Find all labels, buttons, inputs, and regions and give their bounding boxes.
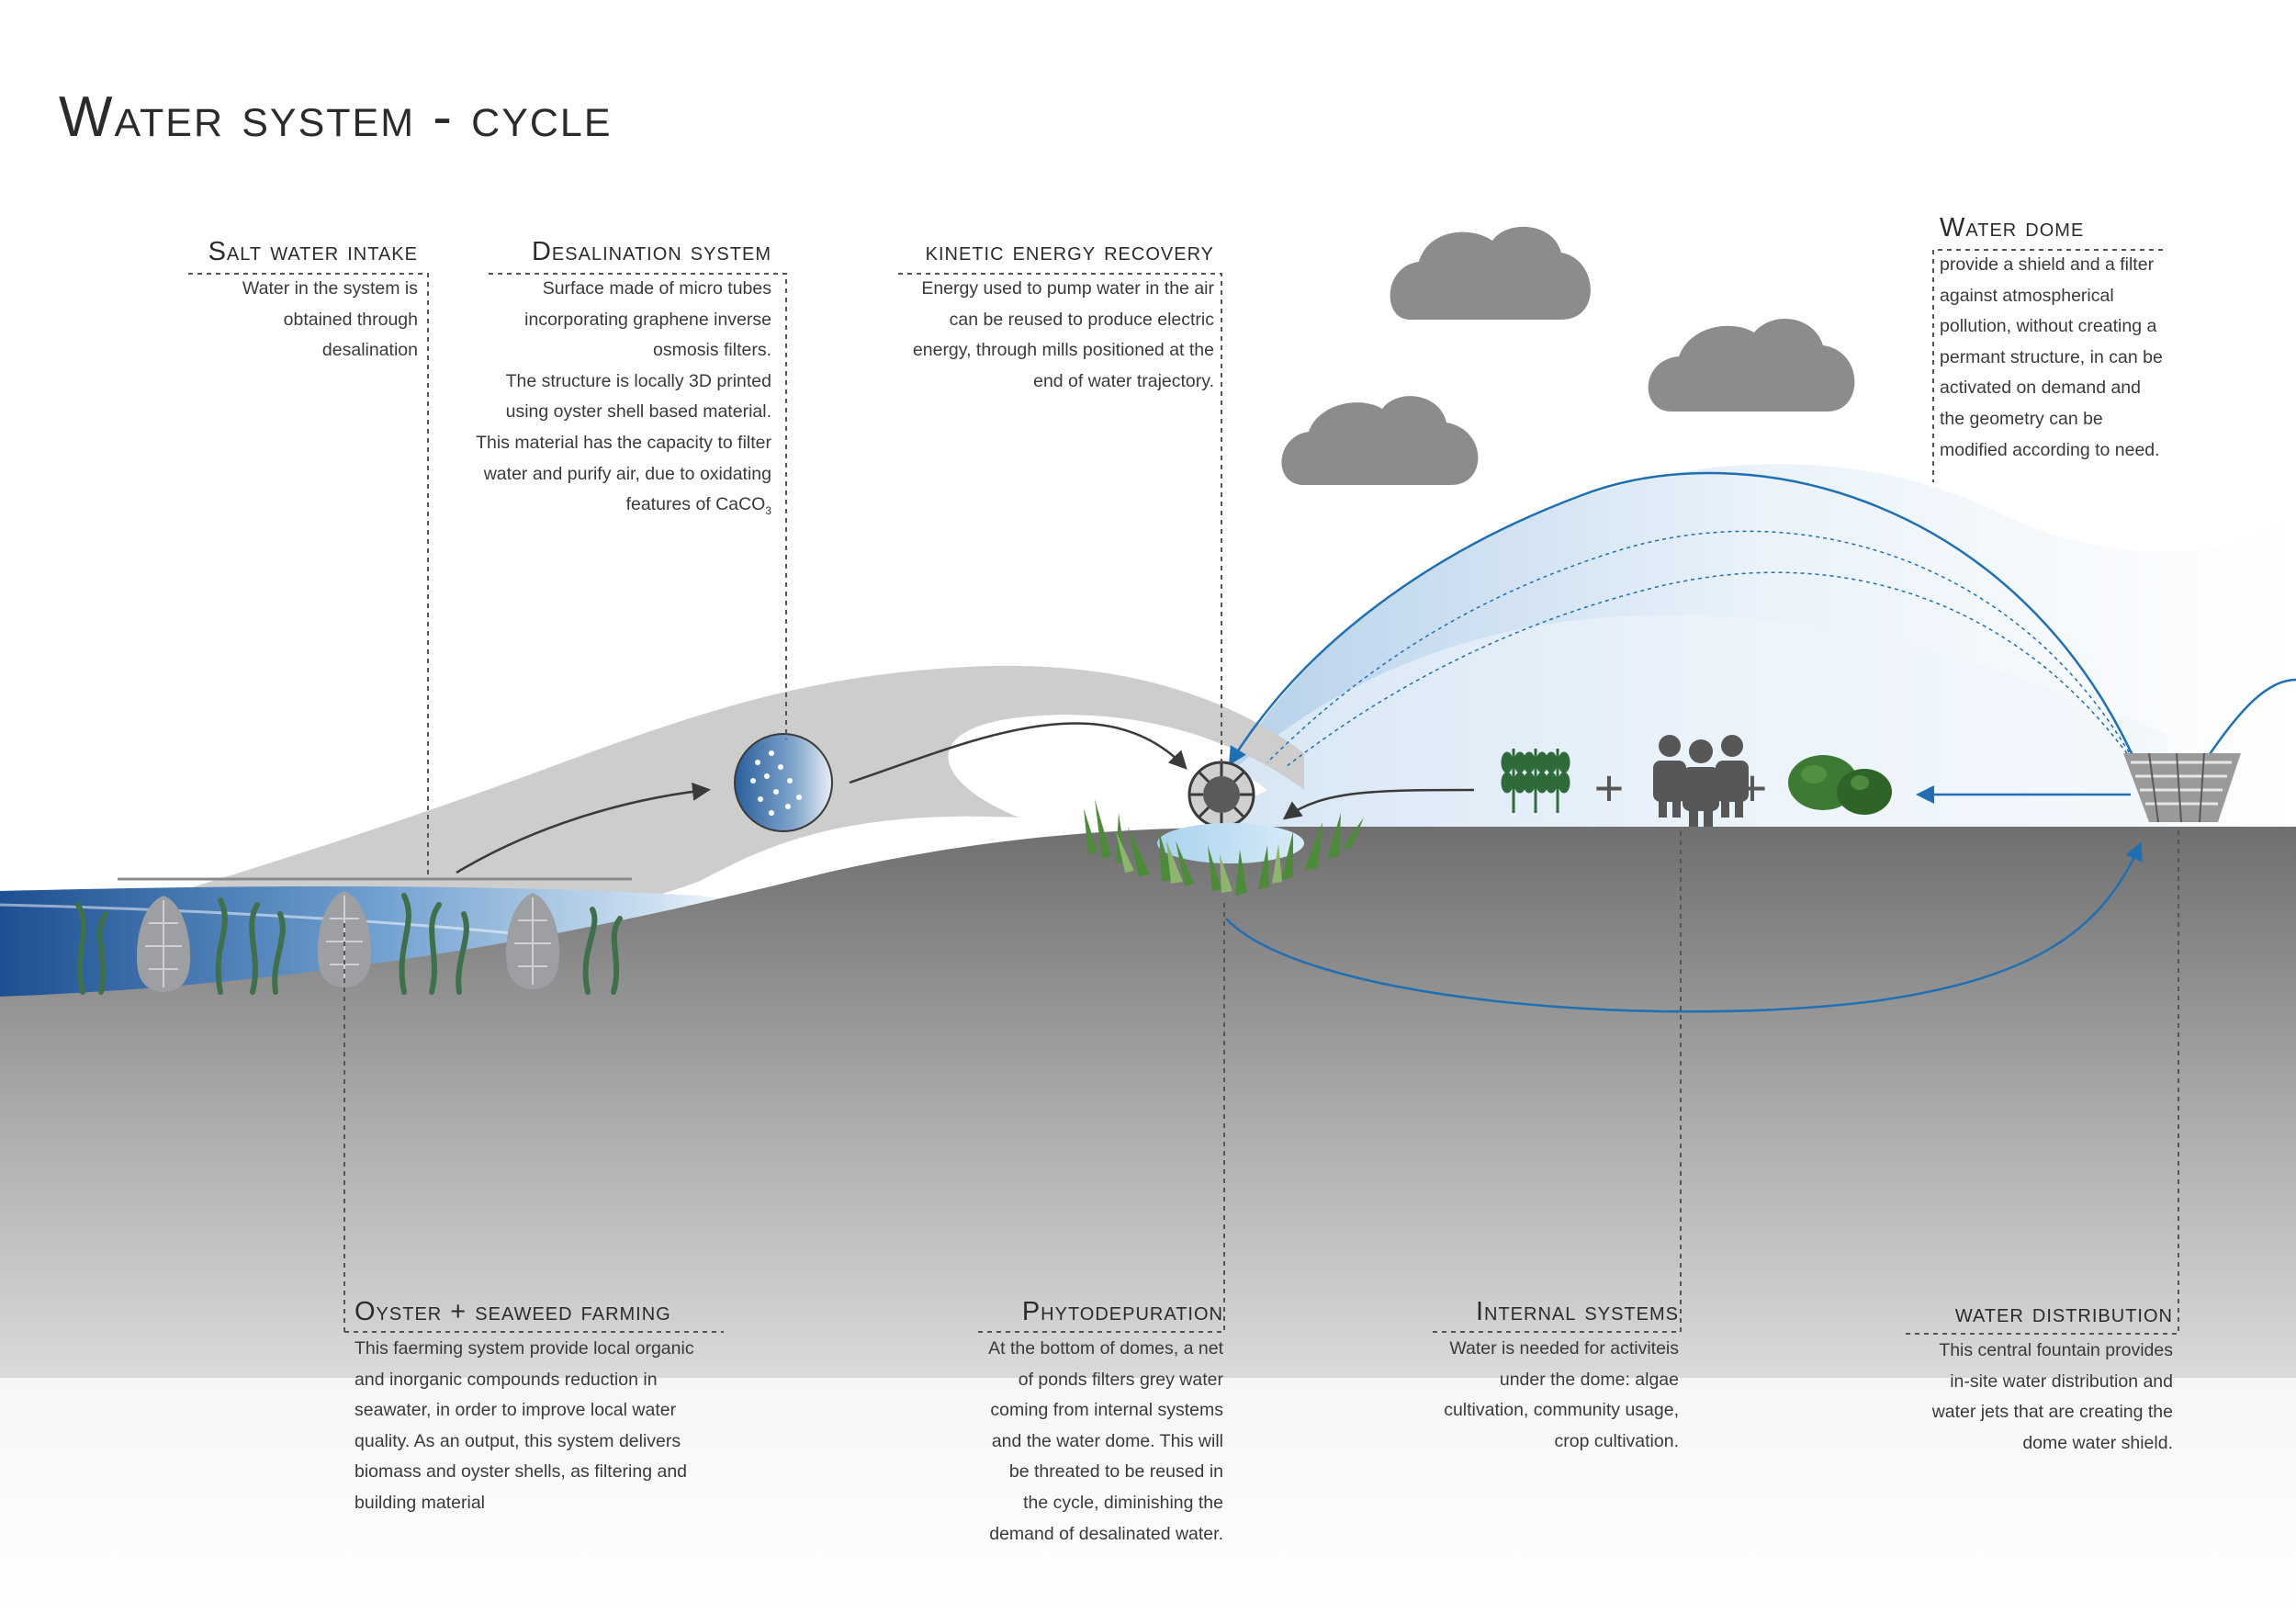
leader-kinetic-energy	[898, 273, 1222, 764]
oyster-icon	[136, 896, 191, 992]
algae-icon	[1788, 755, 1892, 815]
internal-systems-text: Water is needed for activiteis under the…	[1444, 1338, 1679, 1451]
salt-water-intake-text: Water in the system is obtained through …	[242, 278, 418, 361]
plus-sign: +	[1594, 759, 1625, 817]
people-icon	[1653, 735, 1749, 827]
seaweed-icon	[75, 893, 623, 995]
phytodepuration-text: At the bottom of domes, a net of ponds f…	[988, 1338, 1223, 1544]
plus-sign: +	[1738, 759, 1768, 817]
leader-internal-systems	[1433, 827, 1682, 1333]
kinetic-energy-heading: kinetic energy recovery	[925, 237, 1214, 266]
oyster-icon	[505, 893, 560, 989]
water-jet-arc-right	[2202, 678, 2296, 763]
oyster-farming-text: This faerming system provide local organ…	[355, 1338, 694, 1513]
reed-icon-light	[1116, 831, 1282, 893]
page-title: Water system - cycle	[59, 85, 613, 149]
desalination-system-text: Surface made of micro tubes incorporatin…	[476, 278, 771, 518]
leader-phytodepuration	[978, 900, 1225, 1333]
water-dome-heading: Water dome	[1940, 213, 2085, 242]
leader-water-dome	[1932, 249, 2163, 482]
water-dome-text: provide a shield and a filter against at…	[1940, 254, 2163, 460]
water-dome-haze	[1221, 615, 2167, 831]
desalination-system-heading: Desalination system	[531, 237, 771, 266]
oyster-icon	[317, 891, 372, 987]
oyster-farming-heading: Oyster + seaweed farming	[355, 1297, 671, 1326]
water-distribution-heading: water distribution	[1954, 1299, 2173, 1328]
phytodepuration-heading: Phytodepuration	[1021, 1297, 1223, 1326]
salt-water-intake-heading: Salt water intake	[208, 237, 418, 266]
water-jet-arc-main	[1228, 471, 2142, 773]
flow-arrow-internal-to-pond	[1282, 788, 1475, 820]
filter-sphere-icon	[734, 733, 833, 832]
water-jet-arc-dotted-2	[1285, 571, 2141, 773]
cloud-icon	[1281, 396, 1479, 485]
internal-systems-heading: Internal systems	[1475, 1297, 1679, 1326]
wheat-icon	[1501, 749, 1570, 813]
cloud-icon	[1648, 319, 1855, 412]
leader-salt-water-intake	[188, 273, 429, 879]
ground-fade	[0, 1378, 2296, 1624]
cloud-icon	[1390, 226, 1591, 320]
flow-arrow-desalination-to-turbine	[849, 722, 1187, 784]
fountain-icon	[2123, 752, 2241, 823]
leader-desalination	[489, 273, 787, 739]
turbine-icon	[1187, 761, 1255, 829]
water-distribution-text: This central fountain provides in-site w…	[1931, 1340, 2173, 1453]
leader-water-distribution	[1906, 827, 2179, 1335]
leader-oyster-farming	[343, 919, 724, 1333]
kinetic-energy-text: Energy used to pump water in the air can…	[912, 278, 1214, 391]
flow-arrow-intake-to-desalination	[456, 782, 711, 874]
flow-arrow-pond-to-fountain	[1225, 841, 2143, 1013]
reed-icon	[1084, 799, 1364, 896]
